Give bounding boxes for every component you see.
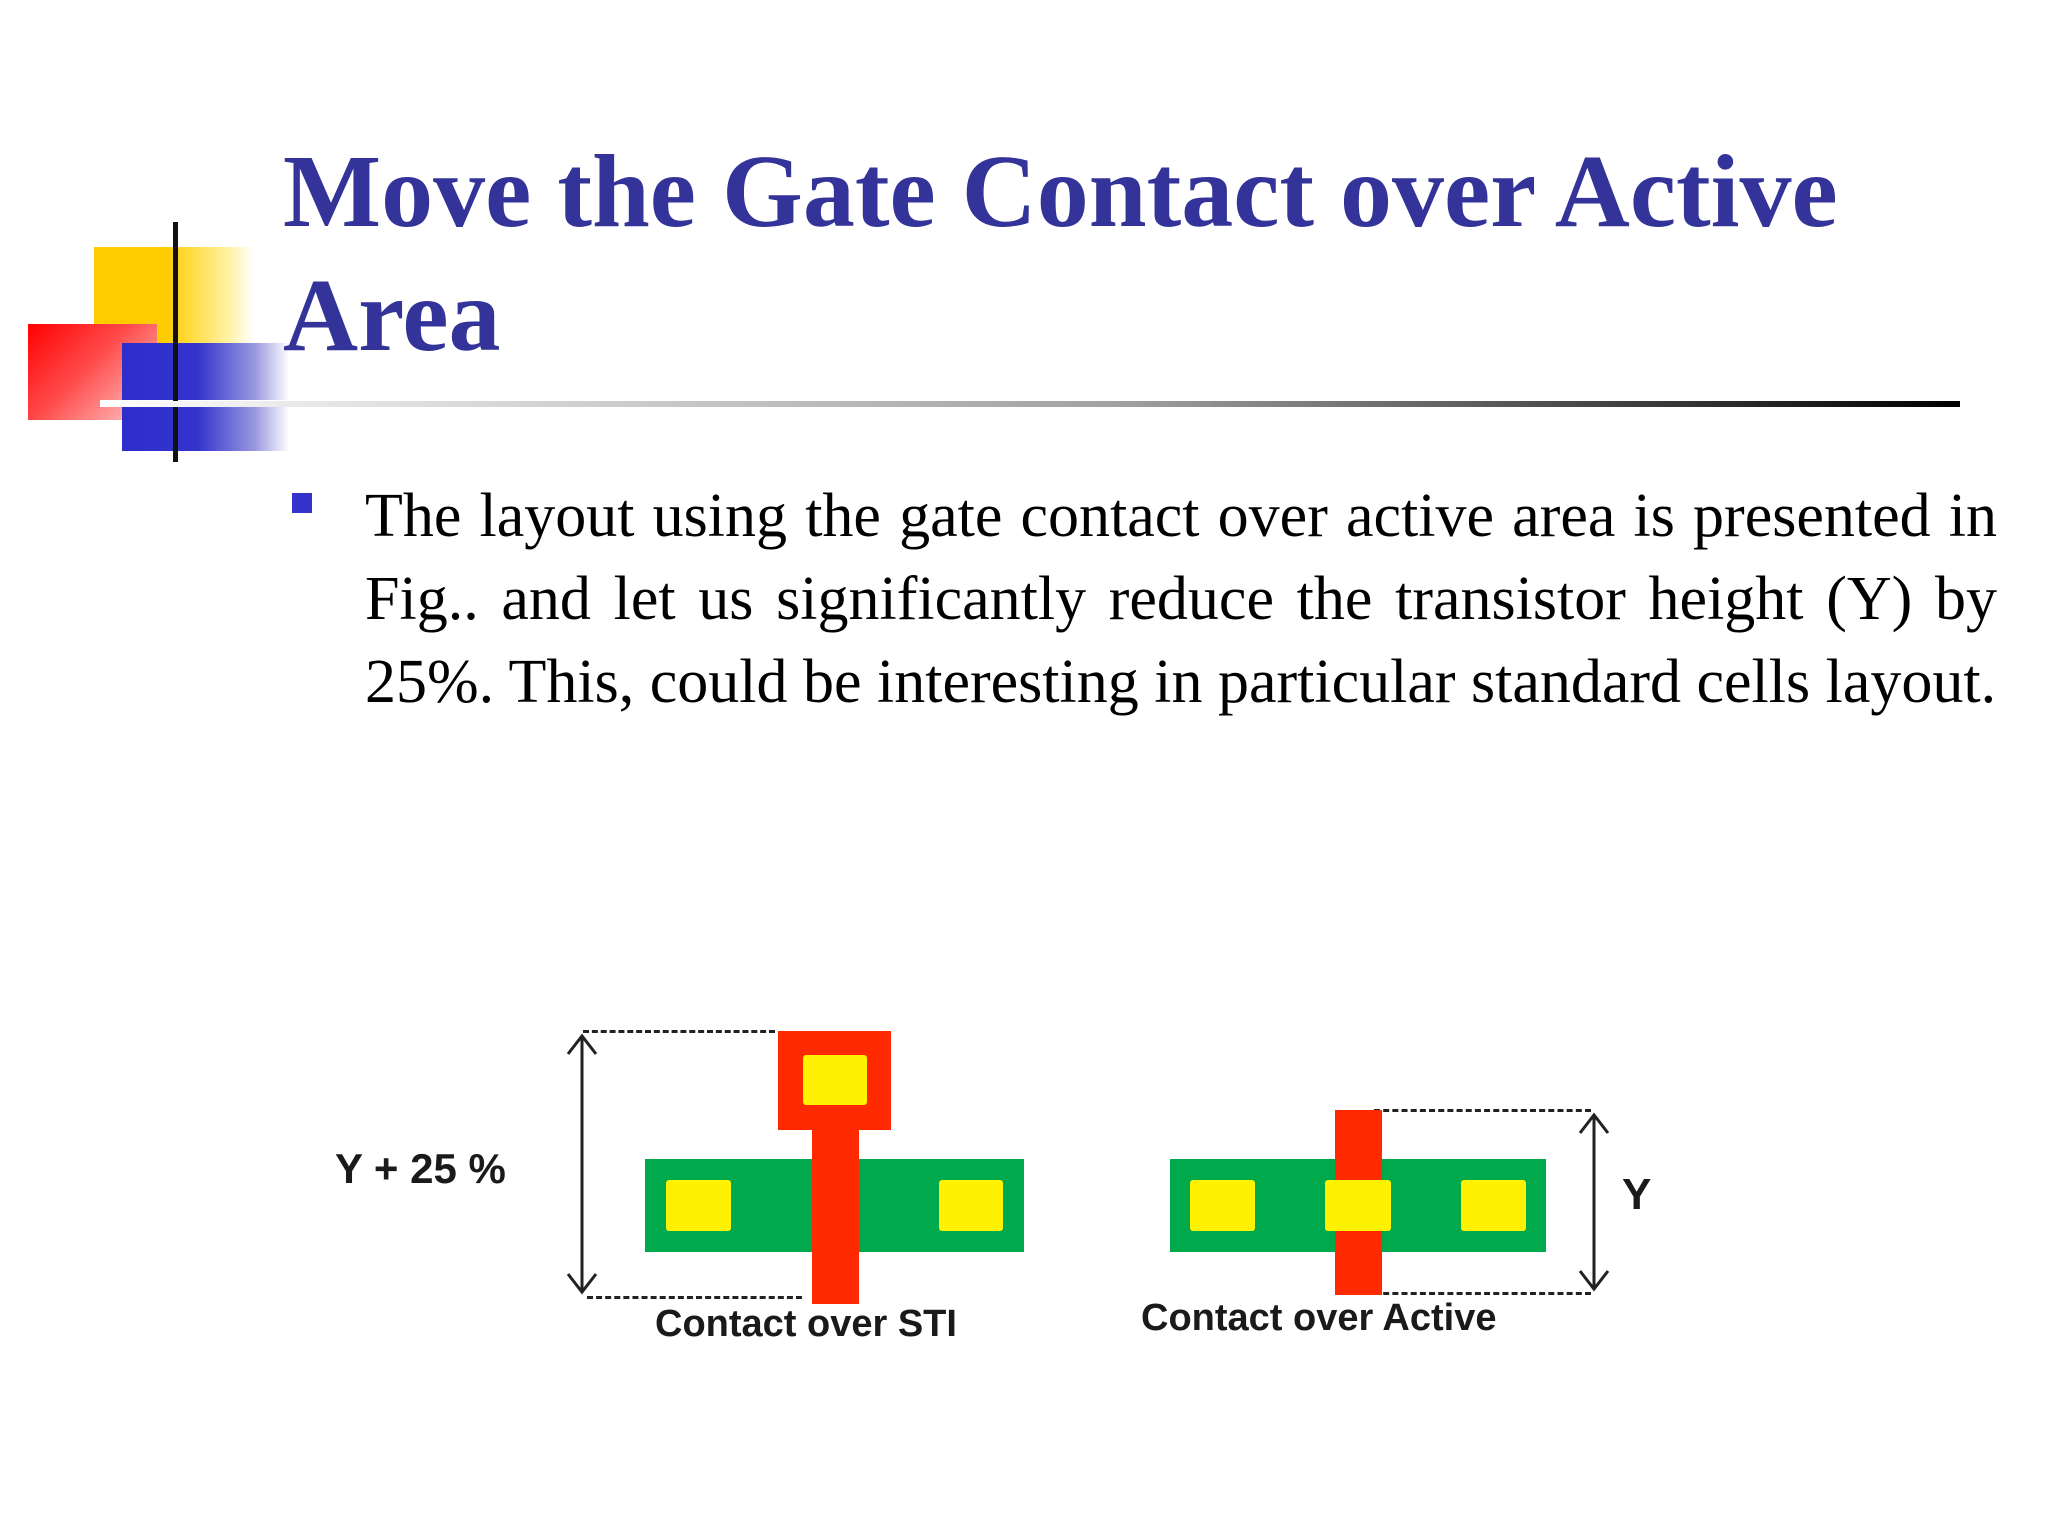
source-contact [666, 1180, 731, 1231]
height-label-y: Y [1622, 1170, 1652, 1219]
top-dash-line [1374, 1109, 1591, 1112]
top-dash-line [583, 1030, 775, 1033]
slide-title: Move the Gate Contact over Active Area [283, 134, 1838, 373]
source-contact [1190, 1180, 1255, 1231]
bottom-dash-line [1374, 1292, 1591, 1295]
bullet-square-icon [292, 493, 312, 513]
gate-contact [1325, 1180, 1391, 1231]
dimension-arrow-icon [1578, 1112, 1610, 1292]
logo-black-line [173, 222, 178, 462]
logo-blue-square [122, 343, 289, 451]
drain-contact [939, 1180, 1003, 1231]
bullet-text: The layout using the gate contact over a… [365, 482, 1997, 716]
caption-contact-over-sti: Contact over STI [655, 1303, 957, 1345]
caption-contact-over-active: Contact over Active [1141, 1297, 1497, 1339]
dimension-arrow-icon [566, 1033, 598, 1295]
height-label-y-plus-25: Y + 25 % [335, 1145, 506, 1192]
drain-contact [1461, 1180, 1526, 1231]
gate-poly [812, 1128, 859, 1304]
gate-contact [803, 1055, 867, 1105]
bottom-dash-line [587, 1296, 802, 1299]
title-underline [100, 401, 1960, 407]
